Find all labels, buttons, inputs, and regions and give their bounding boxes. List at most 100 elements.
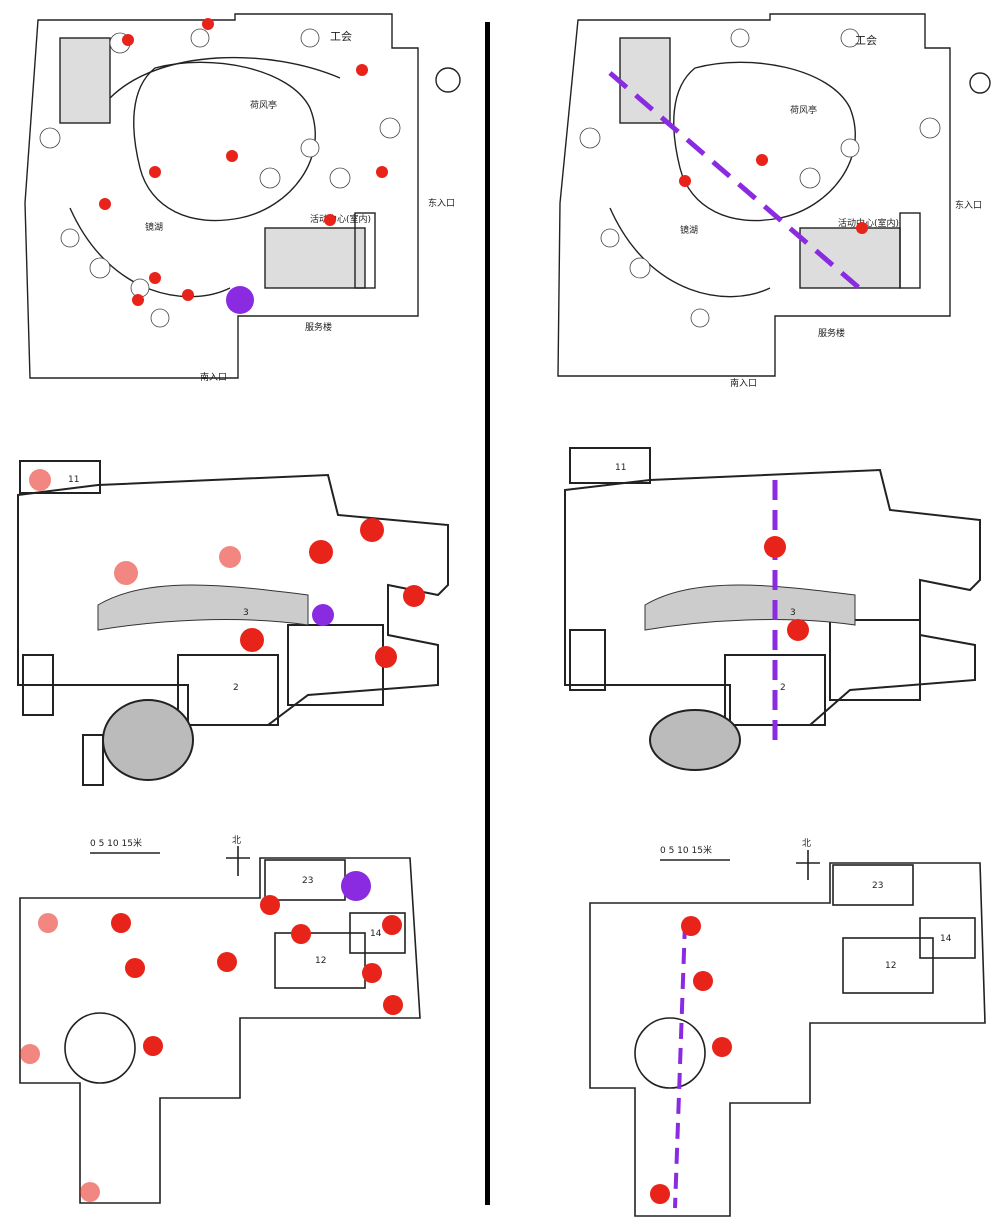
hotspot bbox=[360, 518, 384, 542]
building-12 bbox=[274, 932, 366, 989]
water-body bbox=[644, 584, 856, 631]
hotspot bbox=[375, 646, 397, 668]
room-14: 14 bbox=[370, 929, 382, 939]
north-label: 北 bbox=[802, 838, 811, 849]
water-body bbox=[97, 584, 309, 631]
north-arrow bbox=[796, 850, 820, 880]
lake-outline bbox=[133, 61, 316, 222]
hotspots bbox=[99, 18, 388, 314]
label-hall: 活动中心(室内) bbox=[310, 213, 371, 225]
hotspot bbox=[99, 198, 111, 210]
building-north bbox=[19, 460, 101, 494]
room-14: 14 bbox=[940, 934, 952, 944]
tree-clusters bbox=[579, 28, 941, 328]
hotspot bbox=[376, 166, 388, 178]
plan-top-right: 工会 服务楼 东入口 南入口 荷风亭 镜湖 活动中心(室内) bbox=[550, 8, 991, 390]
plan-bottom-left-svg: 0 5 10 15米 北 23 12 14 bbox=[19, 835, 421, 1204]
label-pavilion: 荷风亭 bbox=[790, 104, 817, 116]
building-west bbox=[22, 654, 54, 716]
hotspot bbox=[756, 154, 768, 166]
building-14 bbox=[349, 912, 406, 954]
plan-middle-right-svg: 2 11 3 bbox=[564, 447, 981, 771]
hotspot bbox=[362, 963, 382, 983]
hotspot bbox=[764, 536, 786, 558]
label-room: 11 bbox=[615, 463, 626, 473]
label-pond: 3 bbox=[790, 608, 796, 618]
hotspot bbox=[324, 214, 336, 226]
north-arrow bbox=[226, 846, 250, 876]
hotspot bbox=[219, 546, 241, 568]
building-west bbox=[569, 629, 606, 691]
hotspot bbox=[679, 175, 691, 187]
building-east bbox=[354, 212, 376, 289]
label-hall: 活动中心(室内) bbox=[838, 217, 899, 229]
label-hall: 2 bbox=[780, 683, 786, 693]
room-12: 12 bbox=[885, 961, 896, 971]
hotspot bbox=[217, 952, 237, 972]
hotspot bbox=[382, 915, 402, 935]
building-14 bbox=[919, 917, 976, 959]
label-pond: 3 bbox=[243, 608, 249, 618]
garden-boundary bbox=[589, 862, 986, 1217]
label-hall: 2 bbox=[233, 683, 239, 693]
courtyard-east bbox=[829, 619, 921, 701]
plan-bottom-right-svg: 0 5 10 15米 北 23 12 14 bbox=[589, 838, 986, 1217]
center-divider bbox=[485, 22, 490, 1205]
building-east bbox=[899, 212, 921, 289]
entrance-marker bbox=[341, 871, 371, 901]
label-union: 工会 bbox=[855, 34, 877, 47]
path-north bbox=[109, 56, 341, 99]
hotspot bbox=[693, 971, 713, 991]
hotspot bbox=[132, 294, 144, 306]
building-sw bbox=[82, 734, 104, 786]
axis-line bbox=[673, 922, 687, 1209]
label-union: 工会 bbox=[330, 30, 352, 43]
garden-boundary bbox=[564, 468, 981, 726]
hotspot bbox=[260, 895, 280, 915]
plan-top-left-svg: 工会 服务楼 东入口 南入口 荷风亭 镜湖 活动中心(室内) bbox=[24, 13, 461, 383]
label-pavilion: 荷风亭 bbox=[250, 99, 277, 111]
pond-south bbox=[102, 699, 194, 781]
path-south bbox=[609, 207, 771, 298]
plan-middle-right: 2 11 3 bbox=[550, 440, 990, 775]
garden-boundary bbox=[17, 473, 449, 726]
hotspot bbox=[29, 469, 51, 491]
hotspot bbox=[38, 913, 58, 933]
label-service: 服务楼 bbox=[305, 321, 332, 333]
north-label: 北 bbox=[232, 835, 241, 846]
grid-field-right bbox=[799, 227, 901, 289]
hotspot bbox=[309, 540, 333, 564]
room-23: 23 bbox=[302, 876, 313, 886]
hotspot bbox=[125, 958, 145, 978]
plan-bottom-left: 0 5 10 15米 北 23 12 14 bbox=[10, 818, 450, 1218]
label-south-gate: 南入口 bbox=[200, 371, 227, 383]
entrance-marker bbox=[312, 604, 334, 626]
path-south bbox=[69, 207, 231, 298]
pond-outline bbox=[64, 1012, 136, 1084]
pond-south bbox=[649, 709, 741, 771]
building-12 bbox=[842, 937, 934, 994]
label-south-gate: 南入口 bbox=[730, 377, 757, 389]
room-12: 12 bbox=[315, 956, 326, 966]
hotspot bbox=[122, 34, 134, 46]
hotspot bbox=[681, 916, 701, 936]
label-east-gate: 东入口 bbox=[428, 197, 455, 209]
hotspot bbox=[650, 1184, 670, 1204]
plan-top-left: 工会 服务楼 东入口 南入口 荷风亭 镜湖 活动中心(室内) bbox=[10, 8, 476, 390]
label-room: 11 bbox=[68, 475, 79, 485]
lake-outline bbox=[673, 61, 856, 222]
hotspot bbox=[149, 272, 161, 284]
hotspot bbox=[111, 913, 131, 933]
label-service: 服务楼 bbox=[818, 327, 845, 339]
site-boundary bbox=[24, 13, 419, 379]
hotspot bbox=[856, 222, 868, 234]
hotspot bbox=[712, 1037, 732, 1057]
hotspot bbox=[114, 561, 138, 585]
site-boundary bbox=[557, 13, 951, 377]
hotspot bbox=[202, 18, 214, 30]
hotspot bbox=[20, 1044, 40, 1064]
hotspot bbox=[291, 924, 311, 944]
hotspot bbox=[240, 628, 264, 652]
north-arrow bbox=[435, 67, 461, 93]
room-23: 23 bbox=[872, 881, 883, 891]
